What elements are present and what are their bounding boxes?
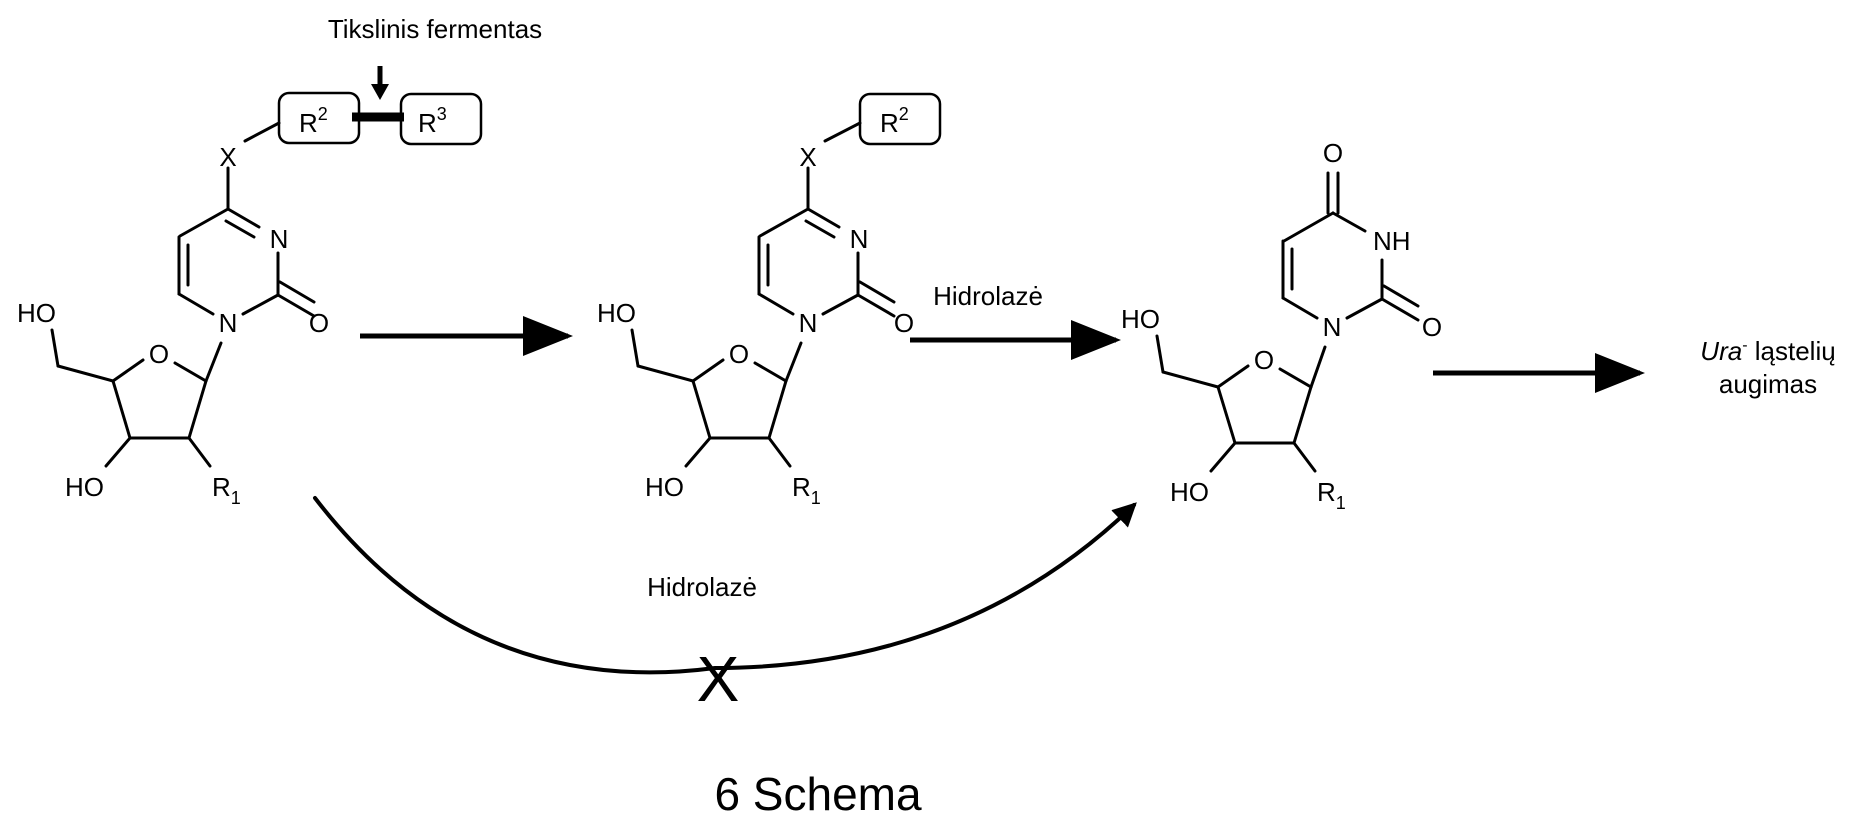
ring-o-atom: O [149, 339, 169, 369]
intermediate-molecule: R2 X N N O O HO HO R1 [597, 92, 942, 508]
hydrolase-label-bottom: Hidrolazė [647, 572, 757, 602]
o2-atom: O [1422, 312, 1442, 342]
ho-bottom: HO [1170, 477, 1209, 507]
ho-top: HO [17, 298, 56, 328]
nh-atom: NH [1373, 226, 1411, 256]
ho-top: HO [597, 298, 636, 328]
ring-o-atom: O [1254, 345, 1274, 375]
o2-atom: O [309, 308, 329, 338]
enzyme-label: Tikslinis fermentas [328, 14, 542, 44]
cleavage-arrow-icon [371, 66, 389, 100]
r2-label: R2 [880, 104, 909, 138]
x-atom: X [799, 142, 816, 172]
blocked-x-icon: X [697, 643, 740, 715]
ho-bottom: HO [645, 472, 684, 502]
blocked-curved-arrow [313, 496, 1137, 675]
n1-atom: N [799, 308, 818, 338]
outcome-line-1: Ura- ląstelių [1700, 336, 1835, 366]
r2-label: R2 [299, 104, 328, 138]
n3-atom: N [270, 224, 289, 254]
n1-atom: N [219, 308, 238, 338]
o2-atom: O [894, 308, 914, 338]
o4-atom: O [1323, 138, 1343, 168]
scheme-caption: 6 Schema [714, 768, 922, 820]
r1-label: R1 [212, 472, 241, 508]
r3-label: R3 [418, 104, 447, 138]
x-atom: X [219, 142, 236, 172]
r2-box [858, 92, 942, 146]
r1-label: R1 [792, 472, 821, 508]
hydrolase-label-top: Hidrolazė [933, 281, 1043, 311]
ring-o-atom: O [729, 339, 749, 369]
ho-top: HO [1121, 304, 1160, 334]
r1-label: R1 [1317, 477, 1346, 513]
ho-bottom: HO [65, 472, 104, 502]
n1-atom: N [1323, 312, 1342, 342]
product-molecule: O NH N O O HO HO R1 [1121, 138, 1442, 513]
n3-atom: N [850, 224, 869, 254]
substrate-molecule: Tikslinis fermentas R2 R3 X N N O [17, 14, 542, 508]
outcome-line-2: augimas [1719, 369, 1817, 399]
